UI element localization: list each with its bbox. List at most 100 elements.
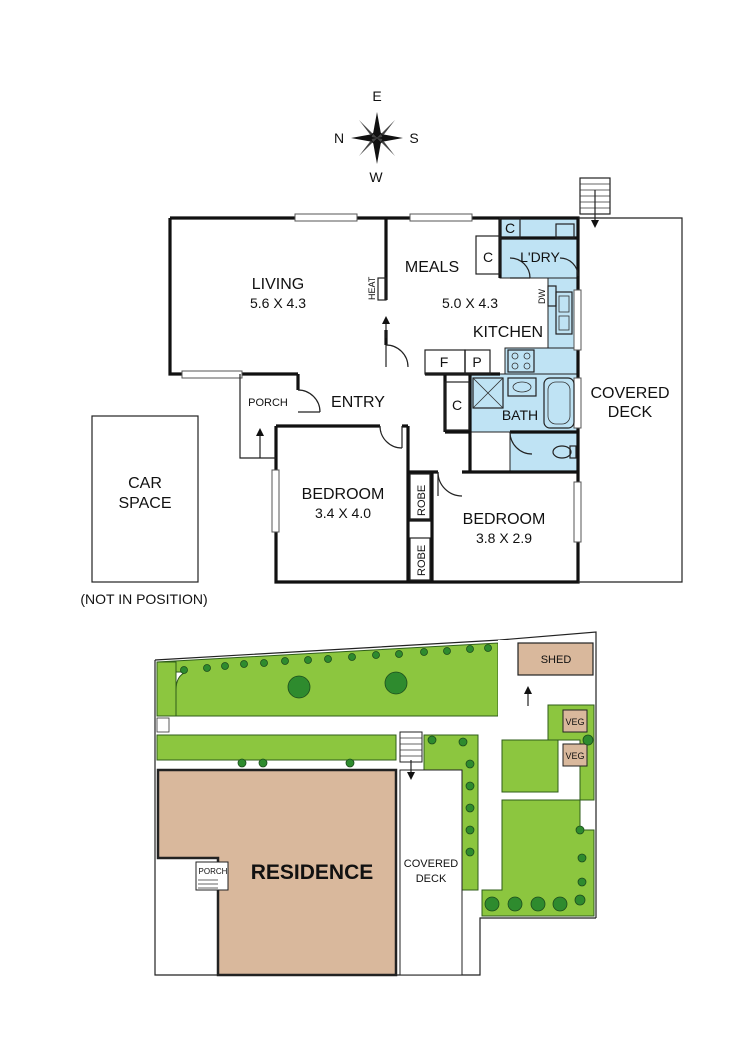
compass-label-e: E [372,88,381,104]
kitchen-room-name: KITCHEN [473,324,543,341]
shrub-icon [258,758,268,768]
shrub-icon [443,647,451,655]
shrub-icon [324,655,332,663]
shrub-icon [180,666,188,674]
window [294,213,358,222]
tree-icon [552,896,568,912]
shrub-icon [466,645,474,653]
door-swing [437,471,463,497]
shrub-icon [577,877,587,887]
window [573,377,582,429]
up-arrow-icon [524,686,532,694]
cupboard-label: C [505,220,515,236]
sink-icon [555,291,573,335]
fixtures: C C C F P DW [367,217,577,581]
bath-area [469,373,579,433]
shrub-icon [240,660,248,668]
residence [156,768,398,977]
room-labels: LIVING 5.6 X 4.3 MEALS 5.0 X 4.3 KITCHEN… [248,249,560,546]
bedroom1-name: BEDROOM [302,486,385,503]
pantry-label: P [472,354,481,370]
shrub-icon [465,803,475,813]
tree-icon [530,896,546,912]
tree-icon [507,896,523,912]
site-deck-label-2: DECK [416,873,447,885]
porch-steps [239,316,390,459]
deck-stairs [579,177,611,228]
door-swing [379,425,403,449]
down-arrow-icon [591,220,599,228]
living-room-size: 5.6 X 4.3 [250,295,306,311]
shrub-icon [465,847,475,857]
shrub-icon [281,657,289,665]
laundry-room-name: L'DRY [520,249,560,265]
basin-icon [507,377,537,397]
car-space-label-1: CAR [128,475,162,492]
shrub-icon [237,758,247,768]
fridge-label: F [440,354,449,370]
doors [297,257,579,497]
garden-bed [501,739,559,793]
window [181,370,243,379]
side-lawn [156,734,397,761]
shrub-icon [574,894,586,906]
car-space: CAR SPACE (NOT IN POSITION) [80,415,208,607]
shrub-icon [304,656,312,664]
cupboard [444,381,470,431]
veg-label: VEG [565,717,584,727]
tree-icon [384,671,408,695]
stove-icon [507,349,535,373]
front-lawn-edge [156,661,177,717]
site-covered-deck [399,769,463,976]
shrub-icon [203,664,211,672]
veg-bed [562,709,588,733]
veg-bed [562,743,588,767]
door-swing [509,257,531,279]
shrub-icon [221,662,229,670]
shrub-icon [484,644,492,652]
site-plan: SHED VEG VEG RESIDENCE PORCH COVERED DEC… [154,631,597,977]
toilet-icon [552,445,572,459]
shrub-icon [465,759,475,769]
robe [409,537,431,581]
heater-label: HEAT [367,276,377,300]
site-deck-label-1: COVERED [404,858,458,870]
shed [517,642,594,676]
shrub-icon [575,825,585,835]
shrub-icon [465,825,475,835]
window [409,213,473,222]
gate [156,717,170,733]
shrub-icon [582,734,594,746]
residence-label: RESIDENCE [251,861,374,884]
house-floor-plan: C C C F P DW [168,177,683,584]
site-deck-stairs [399,731,423,780]
door-swing [297,389,321,413]
toilet-area [509,431,579,473]
shed-label: SHED [541,654,572,666]
car-space-outline [91,415,199,583]
window [573,481,582,543]
window [573,289,582,351]
down-arrow-icon [407,772,415,780]
meals-room-size: 5.0 X 4.3 [442,295,498,311]
trees [180,644,594,912]
bedroom2-size: 3.8 X 2.9 [476,530,532,546]
compass-star-icon [351,112,403,164]
kitchen-bench-area [504,347,579,375]
shrub-icon [465,781,475,791]
meals-room-name: MEALS [405,259,459,276]
car-space-note: (NOT IN POSITION) [80,591,207,607]
covered-deck-label-2: DECK [608,404,653,421]
bath-room-name: BATH [502,407,538,423]
dishwasher [547,285,557,307]
door-swing [509,431,533,455]
porch-name: PORCH [248,397,288,409]
cupboard-label: C [452,397,462,413]
shower-icon [472,377,504,409]
tree-icon [287,675,311,699]
living-room-name: LIVING [252,276,304,293]
compass-rose: E N S W [334,88,419,185]
cupboard [475,235,501,275]
compass-label-s: S [409,130,418,146]
heater-icon [377,277,387,301]
